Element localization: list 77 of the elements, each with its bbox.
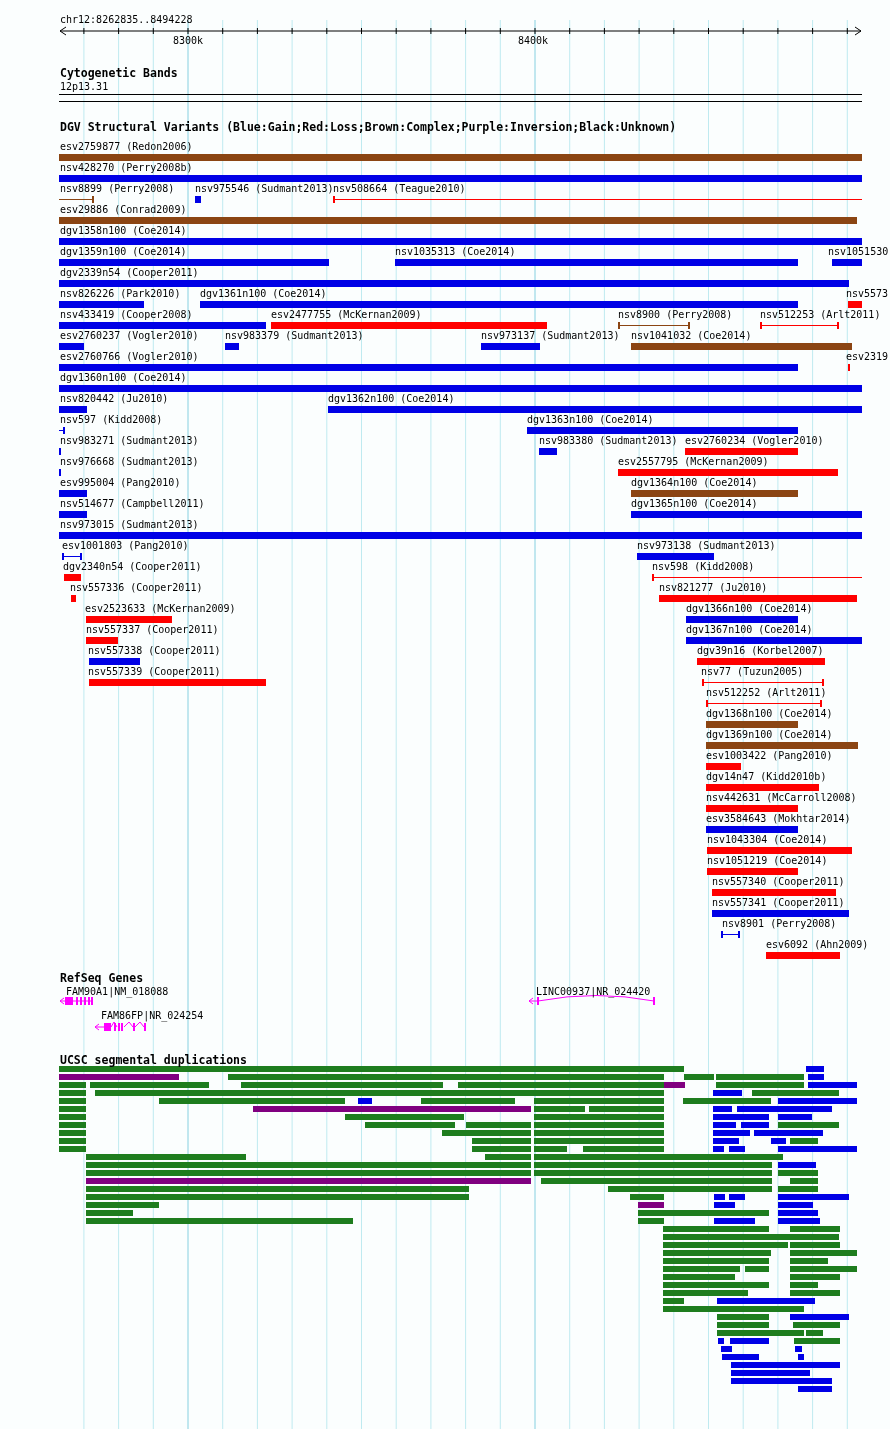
- variant-label: dgv1359n100 (Coe2014): [60, 246, 187, 257]
- variant-label: nsv508664 (Teague2010): [333, 183, 466, 194]
- variant-label: dgv1362n100 (Coe2014): [328, 393, 455, 404]
- variant-label: nsv983271 (Sudmant2013): [60, 435, 199, 446]
- band-label: FAM90A1|NM_018088: [66, 986, 169, 997]
- variant-label: nsv557340 (Cooper2011): [712, 876, 845, 887]
- variant-label: nsv821277 (Ju2010): [659, 582, 768, 593]
- variant-label: esv2523633 (McKernan2009): [85, 603, 236, 614]
- variant-label: nsv557341 (Cooper2011): [712, 897, 845, 908]
- variant-label: nsv983379 (Sudmant2013): [225, 330, 364, 341]
- variant-label: esv995004 (Pang2010): [60, 477, 181, 488]
- variant-label: nsv973138 (Sudmant2013): [637, 540, 776, 551]
- variant-label: dgv1363n100 (Coe2014): [527, 414, 654, 425]
- variant-label: nsv973015 (Sudmant2013): [60, 519, 199, 530]
- variant-label: dgv1358n100 (Coe2014): [60, 225, 187, 236]
- variant-label: nsv557336 (Cooper2011): [70, 582, 203, 593]
- variant-label: dgv39n16 (Korbel2007): [697, 645, 824, 656]
- variant-label: dgv14n47 (Kidd2010b): [706, 771, 827, 782]
- variant-label: nsv557338 (Cooper2011): [88, 645, 221, 656]
- track-title: Cytogenetic Bands: [60, 68, 178, 79]
- variant-label: nsv557337 (Cooper2011): [86, 624, 219, 635]
- variant-label: nsv598 (Kidd2008): [652, 561, 755, 572]
- variant-label: nsv514677 (Campbell2011): [60, 498, 205, 509]
- variant-label: nsv77 (Tuzun2005): [701, 666, 804, 677]
- variant-label: dgv2339n54 (Cooper2011): [60, 267, 199, 278]
- variant-label: nsv5573: [846, 288, 889, 299]
- variant-label: nsv973137 (Sudmant2013): [481, 330, 620, 341]
- ruler-label: chr12:8262835..8494228: [60, 14, 193, 25]
- variant-label: dgv2340n54 (Cooper2011): [63, 561, 202, 572]
- variant-label: nsv976668 (Sudmant2013): [60, 456, 199, 467]
- variant-label: nsv512252 (Arlt2011): [706, 687, 827, 698]
- variant-label: dgv1367n100 (Coe2014): [686, 624, 813, 635]
- variant-label: nsv8899 (Perry2008): [60, 183, 175, 194]
- variant-label: dgv1364n100 (Coe2014): [631, 477, 758, 488]
- variant-label: nsv1035313 (Coe2014): [395, 246, 516, 257]
- band-label: LINC00937|NR_024420: [536, 986, 651, 997]
- variant-label: dgv1361n100 (Coe2014): [200, 288, 327, 299]
- band-label: FAM86FP|NR_024254: [101, 1010, 204, 1021]
- variant-label: nsv557339 (Cooper2011): [88, 666, 221, 677]
- variant-label: nsv597 (Kidd2008): [60, 414, 163, 425]
- variant-label: esv2760237 (Vogler2010): [60, 330, 199, 341]
- variant-label: nsv1051219 (Coe2014): [707, 855, 828, 866]
- variant-label: dgv1365n100 (Coe2014): [631, 498, 758, 509]
- variant-label: nsv442631 (McCarroll2008): [706, 792, 857, 803]
- variant-label: esv2759877 (Redon2006): [60, 141, 193, 152]
- variant-label: nsv1043304 (Coe2014): [707, 834, 828, 845]
- variant-label: nsv975546 (Sudmant2013): [195, 183, 334, 194]
- variant-label: nsv8901 (Perry2008): [722, 918, 837, 929]
- track-title: DGV Structural Variants (Blue:Gain;Red:Loss;Brown:Complex;Purple:Inversion;Black:Unknown): [60, 122, 677, 133]
- variant-label: esv2760234 (Vogler2010): [685, 435, 824, 446]
- variant-label: esv1001803 (Pang2010): [62, 540, 189, 551]
- ruler-label: 8400k: [518, 35, 549, 46]
- variant-label: dgv1369n100 (Coe2014): [706, 729, 833, 740]
- track-title: UCSC segmental duplications: [60, 1055, 247, 1066]
- variant-label: nsv1051530: [828, 246, 889, 257]
- variant-label: nsv983380 (Sudmant2013): [539, 435, 678, 446]
- track-title: RefSeq Genes: [60, 973, 144, 984]
- band-label: 12p13.31: [60, 81, 109, 92]
- variant-label: dgv1366n100 (Coe2014): [686, 603, 813, 614]
- variant-label: esv2477755 (McKernan2009): [271, 309, 422, 320]
- variant-label: nsv820442 (Ju2010): [60, 393, 169, 404]
- variant-label: dgv1368n100 (Coe2014): [706, 708, 833, 719]
- variant-label: nsv433419 (Cooper2008): [60, 309, 193, 320]
- variant-label: esv6092 (Ahn2009): [766, 939, 869, 950]
- variant-label: nsv428270 (Perry2008b): [60, 162, 193, 173]
- variant-label: esv29886 (Conrad2009): [60, 204, 187, 215]
- variant-label: nsv826226 (Park2010): [60, 288, 181, 299]
- variant-label: esv2557795 (McKernan2009): [618, 456, 769, 467]
- variant-label: esv3584643 (Mokhtar2014): [706, 813, 851, 824]
- variant-label: nsv1041032 (Coe2014): [631, 330, 752, 341]
- variant-label: nsv8900 (Perry2008): [618, 309, 733, 320]
- variant-label: nsv512253 (Arlt2011): [760, 309, 881, 320]
- ruler-label: 8300k: [173, 35, 204, 46]
- variant-label: esv1003422 (Pang2010): [706, 750, 833, 761]
- variant-label: esv2319: [846, 351, 889, 362]
- variant-label: dgv1360n100 (Coe2014): [60, 372, 187, 383]
- variant-label: esv2760766 (Vogler2010): [60, 351, 199, 362]
